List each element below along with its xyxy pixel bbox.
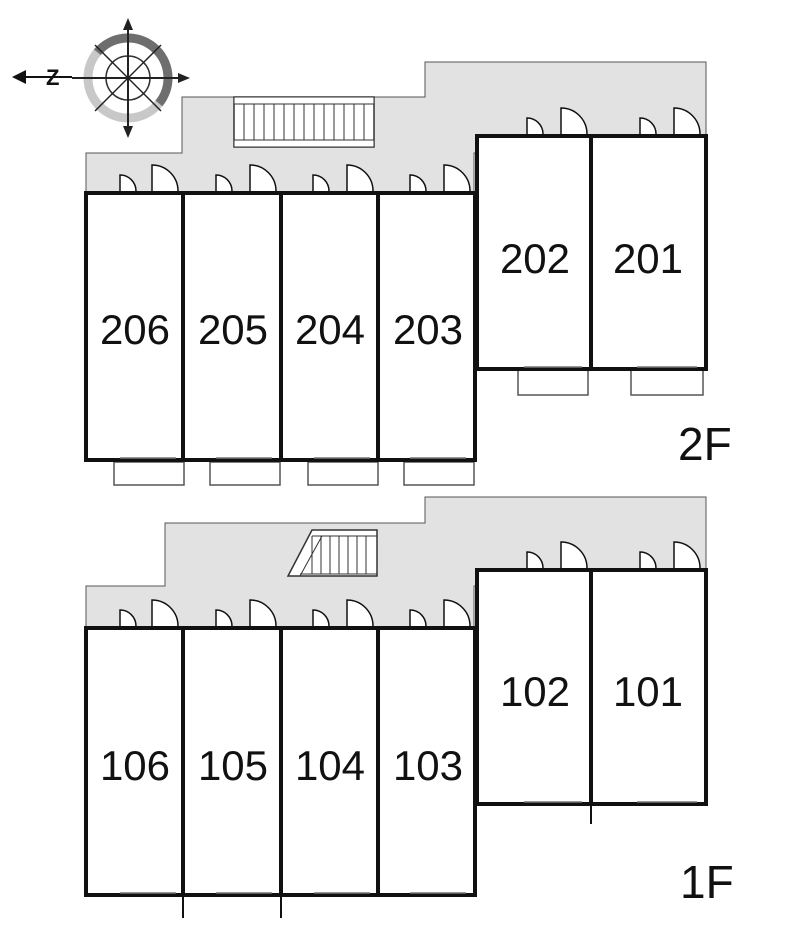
unit-105	[181, 626, 283, 897]
balcony	[403, 461, 475, 486]
door-icons-1f	[119, 541, 701, 627]
unit-label: 204	[295, 306, 365, 353]
unit-label: 105	[198, 742, 268, 789]
unit-label: 106	[100, 742, 170, 789]
unit-201	[589, 134, 708, 371]
unit-204	[279, 191, 380, 462]
unit-202	[475, 134, 593, 371]
door-icons-2f	[119, 107, 701, 192]
balcony	[307, 461, 379, 486]
unit-label: 102	[500, 668, 570, 715]
unit-label: 101	[613, 668, 683, 715]
unit-label: 103	[393, 742, 463, 789]
unit-203	[376, 191, 477, 462]
unit-205	[181, 191, 283, 462]
unit-label: 202	[500, 235, 570, 282]
balcony	[113, 461, 185, 486]
floor-1f: 106 105 104 103 102 101 1F	[84, 496, 734, 918]
unit-104	[279, 626, 380, 897]
unit-106	[84, 626, 185, 897]
unit-label: 201	[613, 235, 683, 282]
floor-label: 1F	[680, 856, 734, 908]
unit-label: 205	[198, 306, 268, 353]
stairs-2f	[233, 96, 375, 148]
north-arrow-icon	[12, 70, 72, 84]
floor-2f: 206 205 204 203 202 201 2F	[84, 61, 732, 486]
unit-206	[84, 191, 185, 462]
compass-rose-icon	[72, 18, 190, 138]
north-letter: Z	[46, 65, 59, 90]
balcony	[517, 368, 589, 396]
floor-label: 2F	[678, 418, 732, 470]
balcony	[630, 368, 704, 396]
stairs-1f	[286, 529, 378, 577]
unit-101	[589, 568, 708, 806]
unit-label: 206	[100, 306, 170, 353]
unit-label: 104	[295, 742, 365, 789]
balcony	[209, 461, 281, 486]
unit-label: 203	[393, 306, 463, 353]
